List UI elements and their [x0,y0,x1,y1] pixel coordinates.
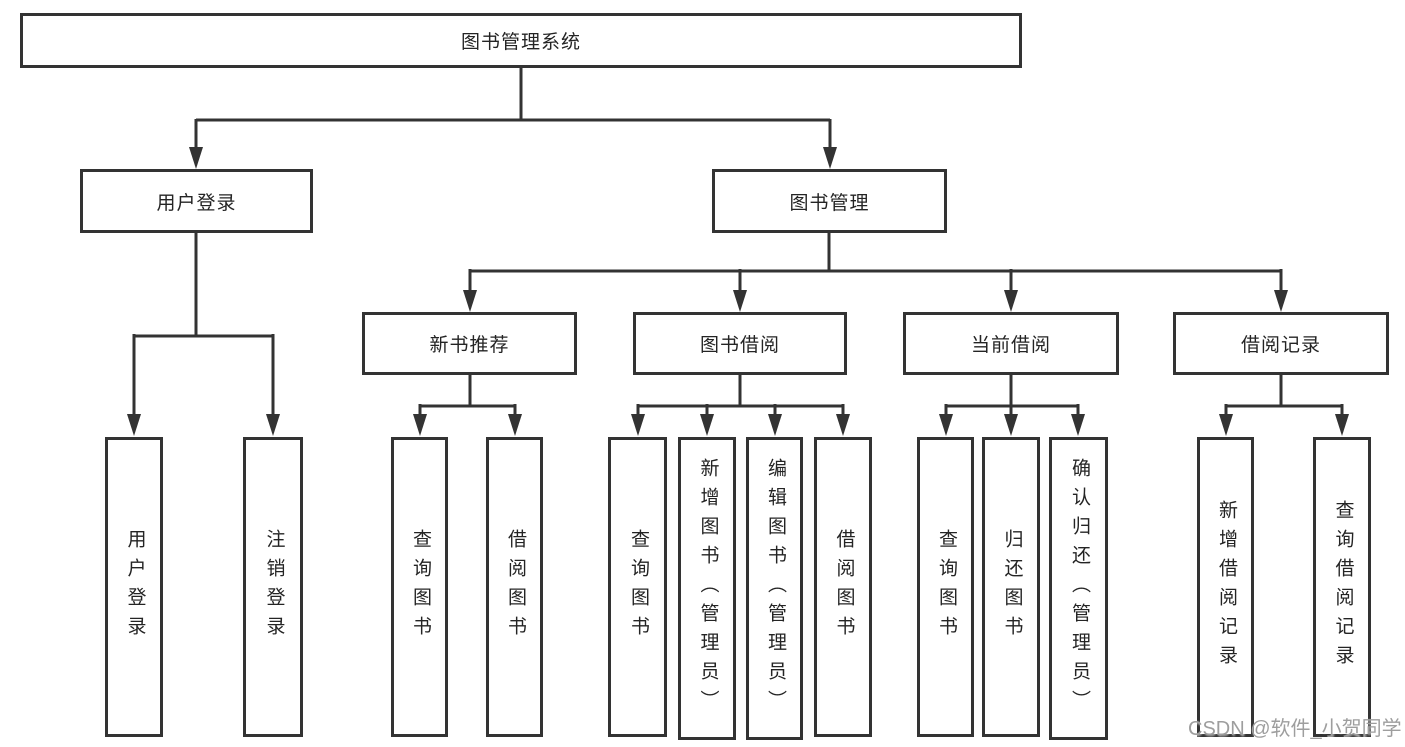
leaf-recommend-borrow-books-label: 借阅图书 [504,529,526,645]
leaf-current-confirm-return-admin-label: 确认归还（管理员） [1068,458,1090,719]
arrowhead [768,414,782,436]
leaf-records-search-borrow-record-label: 查询借阅记录 [1332,500,1354,674]
node-borrow-records-label: 借阅记录 [1240,335,1321,356]
connector-userlogin-to-leaves [132,231,275,417]
node-borrow-records: 借阅记录 [1173,312,1389,375]
node-new-book-recommend-label: 新书推荐 [429,335,510,356]
arrowhead [631,414,645,436]
connector-records-to-leaves [1224,373,1344,416]
connector-bookmgmt-to-level3 [468,231,1283,293]
leaf-current-confirm-return-admin: 确认归还（管理员） [1049,437,1108,740]
node-book-management-label: 图书管理 [789,192,870,214]
node-user-login-label: 用户登录 [156,192,237,214]
csdn-watermark: CSDN @软件_小贺同学 [1188,718,1402,740]
connector-current-to-leaves [944,373,1080,416]
leaf-current-return-books-label: 归还图书 [1001,529,1023,645]
leaf-recommend-borrow-books: 借阅图书 [486,437,543,737]
leaf-logout-label: 注销登录 [263,529,285,645]
arrowhead [1004,290,1018,312]
arrowhead [1335,414,1349,436]
leaf-logout: 注销登录 [243,437,303,737]
arrowhead [733,290,747,312]
leaf-user-login-label: 用户登录 [124,529,146,645]
leaf-recommend-search-books: 查询图书 [391,437,448,737]
leaf-borrow-edit-books-admin-label: 编辑图书（管理员） [764,458,786,719]
node-root-label: 图书管理系统 [460,32,581,53]
arrowhead [189,147,203,169]
node-current-borrow-label: 当前借阅 [970,335,1051,356]
arrowheads [127,147,1349,436]
node-book-management: 图书管理 [712,169,947,233]
arrowhead [823,147,837,169]
leaf-current-return-books: 归还图书 [982,437,1040,737]
arrowhead [266,414,280,436]
leaf-recommend-search-books-label: 查询图书 [409,529,431,645]
connector-recommend-to-leaves [418,373,517,416]
node-user-login: 用户登录 [80,169,313,233]
node-book-borrow: 图书借阅 [633,312,847,375]
arrowhead [939,414,953,436]
leaf-borrow-borrow-books: 借阅图书 [814,437,872,737]
leaf-current-search-books-label: 查询图书 [935,529,957,645]
node-root: 图书管理系统 [20,13,1022,68]
leaf-user-login: 用户登录 [105,437,163,737]
node-new-book-recommend: 新书推荐 [362,312,577,375]
arrowhead [836,414,850,436]
arrowhead [508,414,522,436]
connector-borrow-to-leaves [636,373,845,416]
leaf-records-add-borrow-record-label: 新增借阅记录 [1215,500,1237,674]
arrowhead [1219,414,1233,436]
leaf-borrow-borrow-books-label: 借阅图书 [833,529,855,645]
node-current-borrow: 当前借阅 [903,312,1119,375]
arrowhead [463,290,477,312]
leaf-borrow-add-books-admin-label: 新增图书（管理员） [697,458,719,719]
arrowhead [1004,414,1018,436]
leaf-borrow-edit-books-admin: 编辑图书（管理员） [746,437,803,740]
arrowhead [700,414,714,436]
arrowhead [1071,414,1085,436]
leaf-records-search-borrow-record: 查询借阅记录 [1313,437,1371,737]
leaf-borrow-search-books-label: 查询图书 [627,529,649,645]
leaf-records-add-borrow-record: 新增借阅记录 [1197,437,1254,737]
connector-root-to-level2 [194,68,832,150]
leaf-borrow-search-books: 查询图书 [608,437,667,737]
arrowhead [1274,290,1288,312]
arrowhead [127,414,141,436]
leaf-current-search-books: 查询图书 [917,437,974,737]
leaf-borrow-add-books-admin: 新增图书（管理员） [678,437,736,740]
node-book-borrow-label: 图书借阅 [699,335,780,356]
arrowhead [413,414,427,436]
